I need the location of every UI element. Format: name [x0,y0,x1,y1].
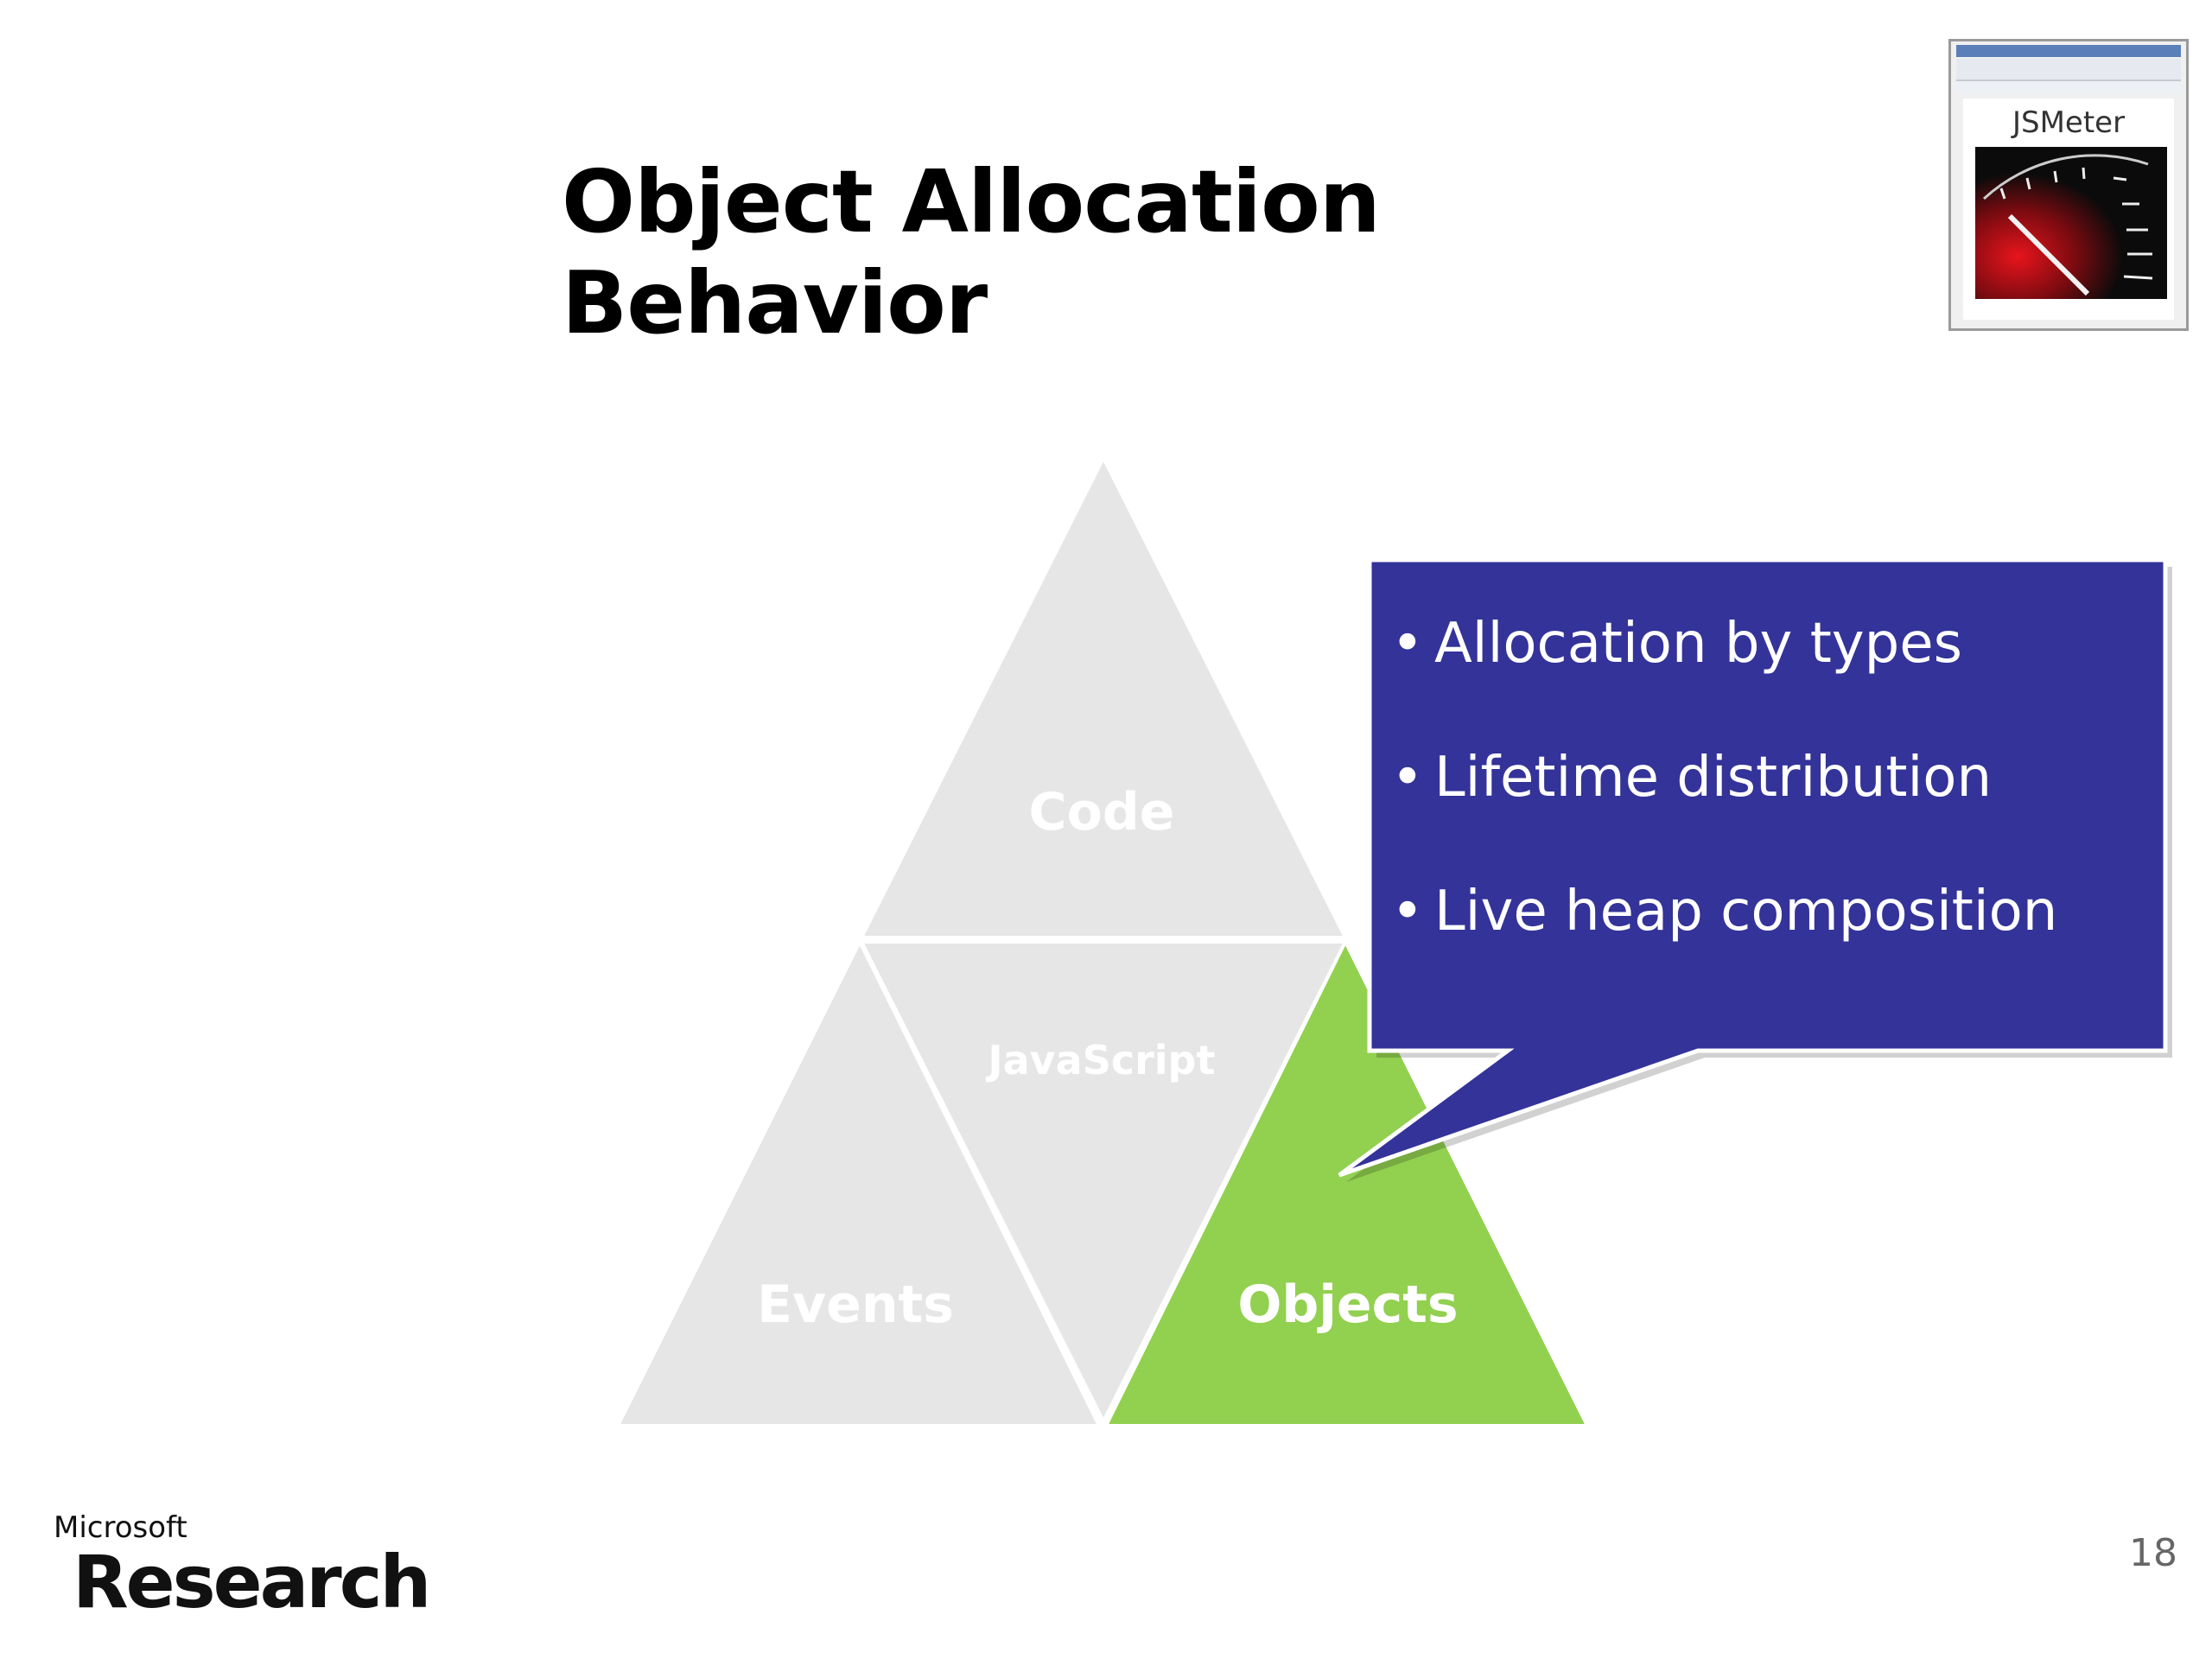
thumbnail-titlebar [1956,45,2181,57]
page-number: 18 [2129,1531,2177,1575]
callout-bubble [1338,557,2172,1182]
callout-item: •Lifetime distribution [1391,721,2152,855]
triangle-events [614,938,1103,1427]
callout-item-text: Allocation by types [1434,612,1962,676]
thumbnail-toolbar [1956,59,2181,81]
callout-item: •Allocation by types [1391,588,2152,721]
bullet-icon: • [1391,880,1424,944]
triangle-label-code: Code [1028,782,1175,842]
bullet-icon: • [1391,746,1424,810]
triangle-code [858,454,1349,939]
callout-list: •Allocation by types •Lifetime distribut… [1391,588,2152,989]
logo-division: Research [73,1540,431,1624]
jsmeter-thumbnail: JSMeter [1948,39,2189,331]
triangle-javascript [858,940,1349,1426]
speedometer-icon [1975,147,2167,299]
thumbnail-favorites-bar [1956,81,2181,93]
thumbnail-label: JSMeter [2012,105,2126,140]
triangle-label-events: Events [757,1274,954,1335]
triangle-label-objects: Objects [1237,1274,1459,1335]
slide-title: Object Allocation Behavior [562,151,1381,353]
callout-item-text: Lifetime distribution [1434,746,1992,810]
bullet-icon: • [1391,612,1424,676]
callout-item-text: Live heap composition [1434,880,2058,944]
triangle-objects [1103,938,1591,1427]
triangle-label-javascript: JavaScript [988,1037,1216,1084]
microsoft-research-logo: Microsoft Research [54,1510,431,1624]
logo-company: Microsoft [54,1510,188,1545]
callout-item: •Live heap composition [1391,855,2152,989]
